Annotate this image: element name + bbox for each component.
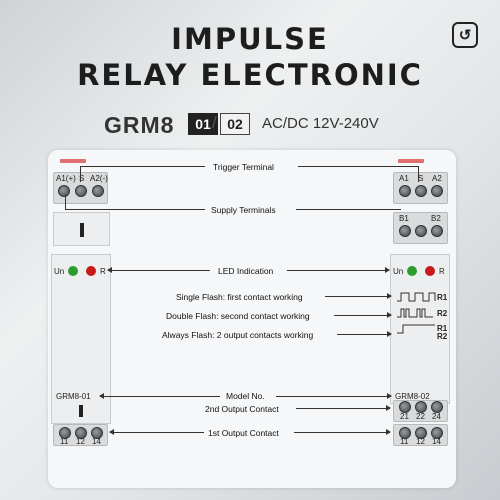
signal-label: R2 [437, 332, 448, 341]
signal-label: R1 [437, 293, 448, 302]
leader-line [80, 166, 81, 182]
leader-line [65, 195, 66, 209]
right-device-body: Un R R1 R2 R1 R2 GRM8-02 [390, 254, 450, 404]
right-bottom-label: 12 [416, 437, 425, 446]
left-terminal-label: S [79, 174, 85, 183]
single-flash-annotation: Single Flash: first contact working [176, 292, 303, 302]
leader-line [296, 209, 401, 210]
leader-arrow [334, 312, 392, 318]
leader-arrow [337, 331, 392, 337]
double-flash-annotation: Double Flash: second contact working [166, 311, 310, 321]
screw-icon [431, 401, 443, 413]
right-mid-label: 24 [432, 412, 441, 421]
leader-arrow [287, 267, 390, 273]
leader-line [418, 166, 419, 182]
screw-icon [75, 185, 87, 197]
right-terminal-label: A1 [399, 174, 409, 183]
leader-arrow [109, 429, 204, 435]
un-label: Un [393, 267, 404, 276]
left-terminal-label: A2(-) [90, 174, 108, 183]
screw-icon [431, 185, 443, 197]
supply-terminals-annotation: Supply Terminals [211, 205, 276, 215]
left-bottom-label: 14 [92, 437, 101, 446]
second-output-annotation: 2nd Output Contact [205, 404, 279, 414]
screw-icon [91, 427, 103, 439]
left-bottom-terminal-block: 11 12 14 [53, 424, 108, 446]
left-red-tab [60, 159, 86, 163]
screw-icon [59, 427, 71, 439]
led-indication-annotation: LED Indication [218, 266, 274, 276]
right-b-terminal-block: B1 B2 [393, 212, 448, 244]
always-flash-annotation: Always Flash: 2 output contacts working [162, 330, 314, 340]
screw-icon [431, 427, 443, 439]
right-bottom-label: 14 [432, 437, 441, 446]
title-line-2: RELAY ELECTRONIC [77, 58, 423, 92]
red-led-icon [425, 266, 435, 276]
r-label: R [100, 267, 106, 276]
right-top-terminal-block: A1 S A2 [393, 172, 448, 204]
left-top-terminal-block: A1(+) S A2(-) [53, 172, 108, 204]
title-line-1: IMPULSE [171, 22, 329, 56]
lever-icon [80, 223, 84, 237]
leader-line [298, 166, 418, 167]
first-output-annotation: 1st Output Contact [208, 428, 279, 438]
right-mid-label: 22 [416, 412, 425, 421]
left-model-no: GRM8-01 [56, 392, 91, 401]
right-red-tab [398, 159, 424, 163]
signal-label: R1 [437, 324, 448, 333]
right-mid-label: 21 [400, 412, 409, 421]
screw-icon [399, 185, 411, 197]
screw-icon [415, 225, 427, 237]
screw-icon [58, 185, 70, 197]
green-led-icon [68, 266, 78, 276]
right-b-label: B2 [431, 214, 441, 223]
flash-waveform-icons [397, 292, 436, 334]
left-bottom-label: 12 [76, 437, 85, 446]
option-02-button[interactable]: 02 [220, 113, 250, 135]
model-name: GRM8 [104, 112, 175, 138]
red-led-icon [86, 266, 96, 276]
right-mid-terminal-block: 21 22 24 [393, 400, 448, 422]
left-bottom-label: 11 [60, 437, 69, 446]
screw-icon [75, 427, 87, 439]
trigger-terminal-annotation: Trigger Terminal [213, 162, 274, 172]
leader-line [80, 166, 205, 167]
history-icon[interactable]: ↺ [452, 22, 478, 48]
right-terminal-label: S [418, 174, 424, 183]
right-bottom-label: 11 [400, 437, 409, 446]
leader-arrow [296, 405, 391, 411]
option-01-button[interactable]: 01 [188, 113, 218, 135]
leader-arrow [325, 293, 392, 299]
lever-icon [79, 405, 83, 417]
screw-icon [399, 427, 411, 439]
signal-label: R2 [437, 309, 448, 318]
right-model-no: GRM8-02 [395, 392, 430, 401]
screw-icon [415, 427, 427, 439]
screw-icon [415, 185, 427, 197]
screw-icon [399, 401, 411, 413]
screw-icon [415, 401, 427, 413]
right-b-label: B1 [399, 214, 409, 223]
screw-icon [92, 185, 104, 197]
green-led-icon [407, 266, 417, 276]
leader-arrow [107, 267, 210, 273]
leader-arrow [99, 393, 220, 399]
right-terminal-label: A2 [432, 174, 442, 183]
right-bottom-terminal-block: 11 12 14 [393, 424, 448, 446]
left-terminal-label: A1(+) [56, 174, 76, 183]
leader-arrow [276, 393, 392, 399]
option-divider: / [212, 113, 217, 132]
model-no-annotation: Model No. [226, 391, 265, 401]
screw-icon [431, 225, 443, 237]
screw-icon [399, 225, 411, 237]
un-label: Un [54, 267, 65, 276]
leader-arrow [294, 429, 391, 435]
r-label: R [439, 267, 445, 276]
left-switch-module [53, 212, 110, 246]
leader-line [65, 209, 205, 210]
voltage-rating: AC/DC 12V-240V [262, 115, 379, 132]
